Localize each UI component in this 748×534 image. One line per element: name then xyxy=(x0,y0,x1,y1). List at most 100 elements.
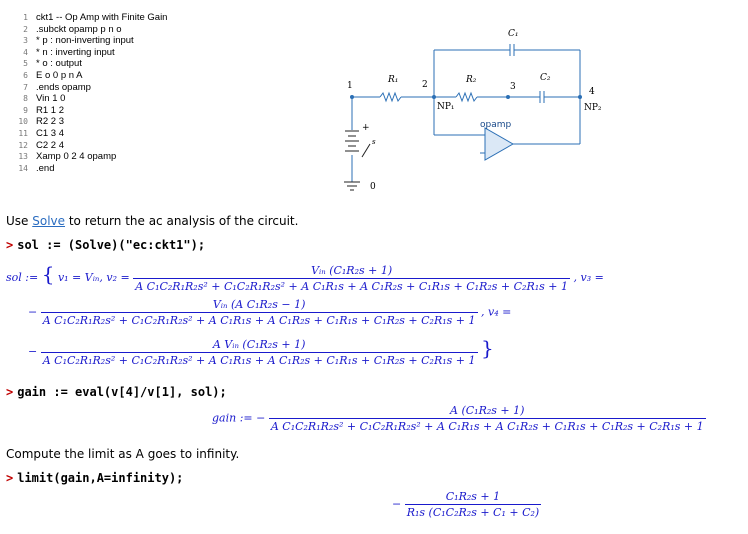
intro-post: to return the ac analysis of the circuit… xyxy=(65,214,299,228)
line-text: * n : inverting input xyxy=(36,46,115,58)
line-number: 9 xyxy=(23,105,28,115)
netlist-line: 10 R2 2 3 xyxy=(6,116,206,128)
limit-denominator: R₁s (C₁C₂R₂s + C₁ + C₂) xyxy=(404,504,542,519)
v3-fraction: Vᵢₙ (A C₁R₂s − 1) A C₁C₂R₁R₂s² + C₁C₂R₁R… xyxy=(40,298,478,327)
line-text: R1 1 2 xyxy=(36,104,64,116)
label-node1: 1 xyxy=(347,81,353,91)
label-c1: C₁ xyxy=(508,29,519,39)
label-source: s xyxy=(372,138,376,146)
v4-numerator: A Vᵢₙ (C₁R₂s + 1) xyxy=(212,337,306,351)
v4-label: , v₄ = xyxy=(481,305,512,319)
gain-denominator: A C₁C₂R₁R₂s² + C₁C₂R₁R₂s² + A C₁R₁s + A … xyxy=(268,418,706,433)
netlist-line: 8 Vin 1 0 xyxy=(6,93,206,105)
line-text: .subckt opamp p n o xyxy=(36,23,122,35)
line-text: * p : non-inverting input xyxy=(36,35,134,47)
limit-text: Compute the limit as A goes to infinity. xyxy=(6,447,240,461)
command-text[interactable]: gain := eval(v[4]/v[1], sol); xyxy=(17,385,227,399)
limit-sign: − xyxy=(392,497,402,511)
v2-fraction: Vᵢₙ (C₁R₂s + 1) A C₁C₂R₁R₂s² + C₁C₂R₁R₂s… xyxy=(133,263,571,293)
netlist-line: 5 * o : output xyxy=(6,58,206,70)
prompt-symbol: > xyxy=(6,471,14,485)
netlist-line: 14 .end xyxy=(6,163,206,175)
label-np2: NP₂ xyxy=(584,103,602,113)
intro-pre: Use xyxy=(6,214,33,228)
label-plus: + xyxy=(362,123,370,133)
line-text: C1 3 4 xyxy=(36,127,64,139)
resistor-r1 xyxy=(379,91,402,103)
label-node3: 3 xyxy=(510,82,516,92)
node-dot xyxy=(432,95,436,99)
v1-v2-label: v₁ = Vᵢₙ, v₂ = xyxy=(57,271,130,284)
intro-text: Use Solve to return the ac analysis of t… xyxy=(6,214,298,228)
line-text: .end xyxy=(36,162,55,174)
line-text: .ends opamp xyxy=(36,81,91,93)
netlist-line: 12 C2 2 4 xyxy=(6,140,206,152)
v4-row: − A Vᵢₙ (C₁R₂s + 1) A C₁C₂R₁R₂s² + C₁C₂R… xyxy=(28,336,494,367)
label-r2: R₂ xyxy=(465,75,477,85)
line-text: C2 2 4 xyxy=(36,139,64,151)
label-node0: 0 xyxy=(370,182,376,192)
sol-output: sol := { v₁ = Vᵢₙ, v₂ = Vᵢₙ (C₁R₂s + 1) … xyxy=(6,262,604,293)
line-text: R2 2 3 xyxy=(36,116,64,128)
netlist-line: 2 .subckt opamp p n o xyxy=(6,24,206,36)
netlist-line: 13 Xamp 0 2 4 opamp xyxy=(6,151,206,163)
label-r1: R₁ xyxy=(387,75,398,85)
prompt-symbol: > xyxy=(6,385,14,399)
v3-row: − Vᵢₙ (A C₁R₂s − 1) A C₁C₂R₁R₂s² + C₁C₂R… xyxy=(28,298,512,327)
brace-right: } xyxy=(481,336,494,360)
label-node4: 4 xyxy=(589,87,595,97)
line-number: 12 xyxy=(18,140,28,150)
v2-numerator: Vᵢₙ (C₁R₂s + 1) xyxy=(311,263,393,277)
netlist-line: 1 ckt1 -- Op Amp with Finite Gain xyxy=(6,12,206,24)
brace-left: { xyxy=(41,262,55,286)
line-number: 5 xyxy=(23,59,28,69)
source-arrow xyxy=(361,143,371,158)
netlist-line: 3 * p : non-inverting input xyxy=(6,35,206,47)
node-dot xyxy=(350,95,354,99)
line-number: 2 xyxy=(23,24,28,34)
netlist-line: 9 R1 1 2 xyxy=(6,105,206,117)
node-dot xyxy=(506,95,510,99)
line-number: 8 xyxy=(23,94,28,104)
label-opamp: opamp xyxy=(480,120,512,130)
label-node2: 2 xyxy=(422,80,428,90)
limit-output: − C₁R₂s + 1 R₁s (C₁C₂R₂s + C₁ + C₂) xyxy=(392,490,542,519)
prompt-symbol: > xyxy=(6,238,14,252)
netlist-line: 4 * n : inverting input xyxy=(6,47,206,59)
line-text: Xamp 0 2 4 opamp xyxy=(36,151,117,163)
line-number: 3 xyxy=(23,36,28,46)
gain-output: gain := − A (C₁R₂s + 1) A C₁C₂R₁R₂s² + C… xyxy=(212,404,706,433)
line-number: 11 xyxy=(18,128,28,138)
circuit-schematic: C₁ C₂ R₁ R₂ NP₁ NP₂ opamp 1 2 3 4 0 + s xyxy=(344,29,602,192)
v3-numerator: Vᵢₙ (A C₁R₂s − 1) xyxy=(212,298,306,311)
line-number: 7 xyxy=(23,82,28,92)
line-number: 10 xyxy=(18,117,28,127)
gain-fraction: A (C₁R₂s + 1) A C₁C₂R₁R₂s² + C₁C₂R₁R₂s² … xyxy=(268,404,706,433)
label-c2: C₂ xyxy=(540,73,551,83)
line-number: 13 xyxy=(18,152,28,162)
line-number: 1 xyxy=(23,13,28,22)
v3-denominator: A C₁C₂R₁R₂s² + C₁C₂R₁R₂s² + A C₁R₁s + A … xyxy=(40,312,478,327)
node-dot xyxy=(578,95,582,99)
command-gain[interactable]: >gain := eval(v[4]/v[1], sol); xyxy=(6,385,227,399)
command-solve[interactable]: >sol := (Solve)("ec:ckt1"); xyxy=(6,238,205,252)
v3-label: , v₃ = xyxy=(573,271,604,284)
gain-numerator: A (C₁R₂s + 1) xyxy=(450,404,525,417)
line-number: 14 xyxy=(18,163,28,173)
line-text: * o : output xyxy=(36,58,82,70)
command-text[interactable]: limit(gain,A=infinity); xyxy=(17,471,184,485)
v4-fraction: A Vᵢₙ (C₁R₂s + 1) A C₁C₂R₁R₂s² + C₁C₂R₁R… xyxy=(40,337,478,367)
limit-numerator: C₁R₂s + 1 xyxy=(445,490,501,503)
line-text: ckt1 -- Op Amp with Finite Gain xyxy=(36,12,168,23)
command-text[interactable]: sol := (Solve)("ec:ckt1"); xyxy=(17,238,206,252)
line-text: Vin 1 0 xyxy=(36,93,66,105)
line-number: 6 xyxy=(23,70,28,80)
solve-link[interactable]: Solve xyxy=(32,214,66,228)
netlist-listing: 1 ckt1 -- Op Amp with Finite Gain 2 .subckt… xyxy=(6,12,206,174)
command-limit[interactable]: >limit(gain,A=infinity); xyxy=(6,471,183,485)
line-number: 4 xyxy=(23,47,28,57)
sol-label: sol := xyxy=(6,271,42,284)
opamp-symbol xyxy=(484,127,515,161)
netlist-line: 7 .ends opamp xyxy=(6,82,206,94)
